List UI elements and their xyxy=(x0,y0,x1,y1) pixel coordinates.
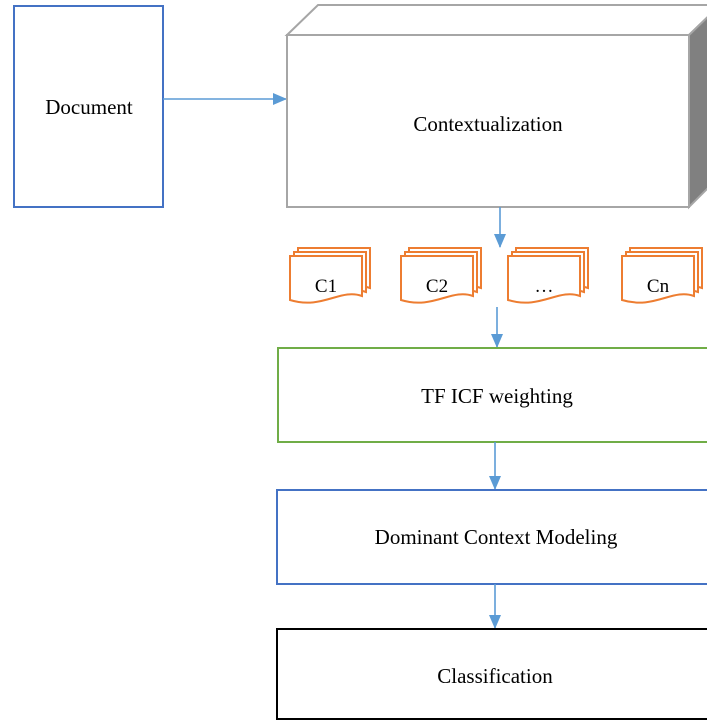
document-node: Document xyxy=(13,5,164,208)
context-document-1: C1 xyxy=(289,247,371,304)
context-document-label: Cn xyxy=(647,276,670,297)
context-document-sheet xyxy=(621,255,695,304)
context-document-4: Cn xyxy=(621,247,703,304)
document-label: Document xyxy=(45,95,133,119)
context-documents: C1 C2 … Cn xyxy=(289,247,703,304)
context-document-sheet xyxy=(289,255,363,304)
contextualization-side-face xyxy=(688,16,707,210)
tf-icf-node: TF ICF weighting xyxy=(277,347,707,443)
context-document-3: … xyxy=(507,247,589,304)
classification-node: Classification xyxy=(276,628,707,720)
dominant-context-label: Dominant Context Modeling xyxy=(375,525,618,549)
contextualization-top-face xyxy=(284,4,707,36)
context-document-2: C2 xyxy=(400,247,482,304)
context-document-label: C2 xyxy=(426,276,448,297)
context-document-sheet xyxy=(400,255,474,304)
classification-label: Classification xyxy=(437,664,553,688)
contextualization-front-face xyxy=(286,34,690,208)
tf-icf-label: TF ICF weighting xyxy=(421,384,573,408)
dominant-context-node: Dominant Context Modeling xyxy=(276,489,707,585)
context-document-label: C1 xyxy=(315,276,337,297)
context-document-sheet xyxy=(507,255,581,304)
contextualization-node: Contextualization xyxy=(284,4,707,210)
context-document-label: … xyxy=(535,276,554,297)
contextualization-label: Contextualization xyxy=(413,112,563,136)
